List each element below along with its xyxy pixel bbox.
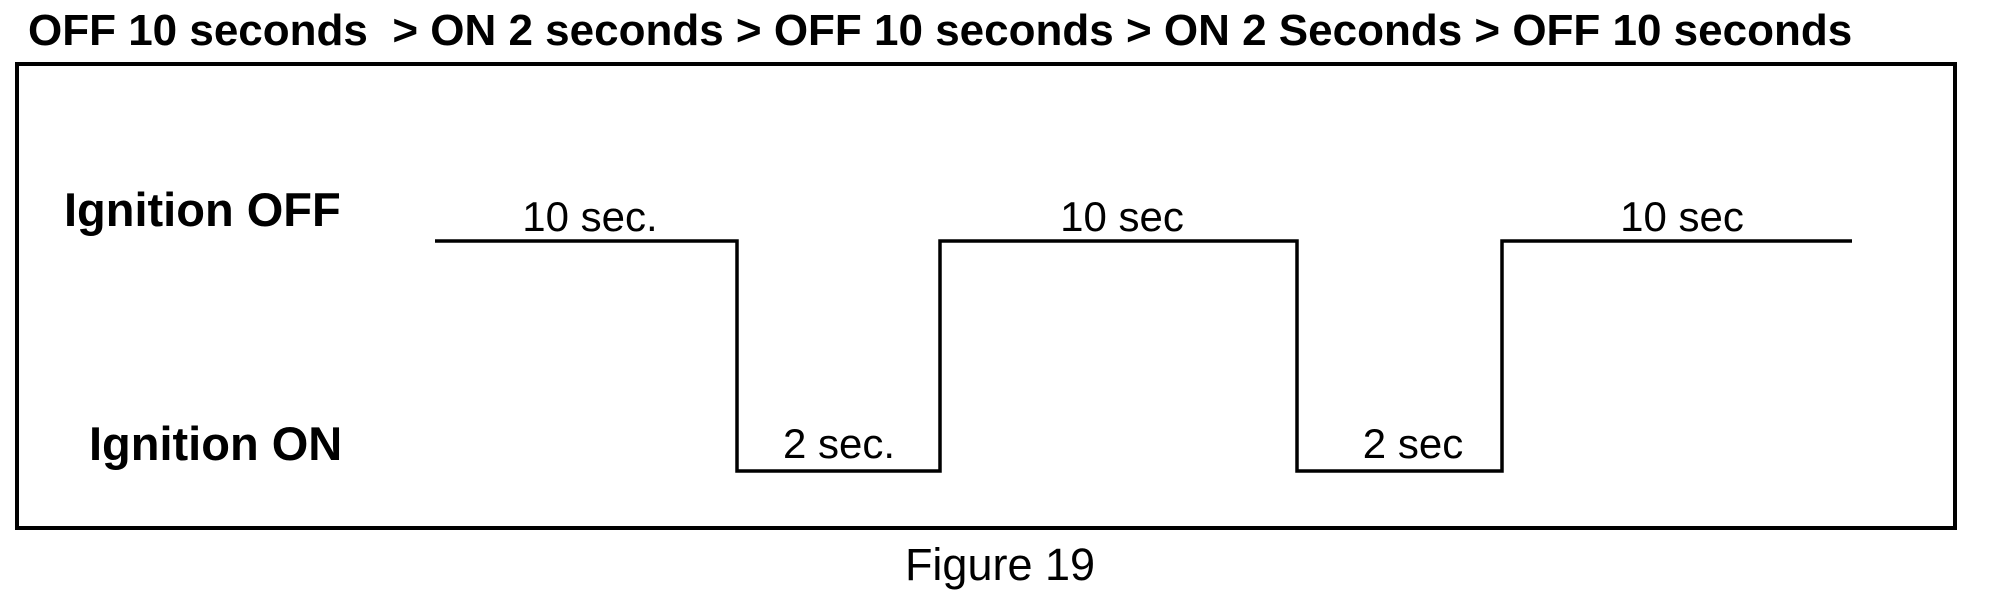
sequence-title: OFF 10 seconds > ON 2 seconds > OFF 10 s… bbox=[28, 6, 1853, 55]
segment-label-off-1: 10 sec. bbox=[522, 193, 658, 240]
ignition-off-label: Ignition OFF bbox=[64, 183, 341, 236]
segment-label-off-3: 10 sec bbox=[1620, 193, 1744, 240]
figure-caption: Figure 19 bbox=[904, 539, 1096, 590]
segment-label-off-2: 10 sec bbox=[1060, 193, 1184, 240]
segment-label-on-2: 2 sec bbox=[1362, 420, 1464, 467]
segment-label-on-1: 2 sec. bbox=[782, 420, 896, 467]
ignition-on-label: Ignition ON bbox=[89, 417, 343, 470]
